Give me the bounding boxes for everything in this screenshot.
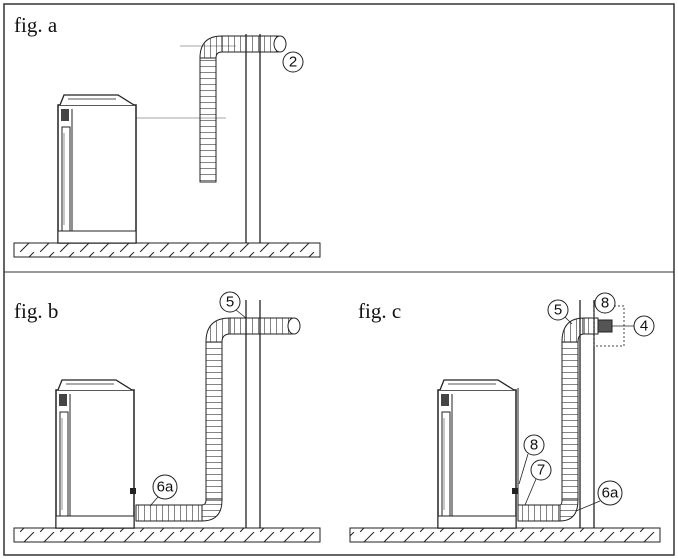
fig-a-flex-pipe-horizontal <box>221 35 279 53</box>
fig-b-callout-6a <box>152 474 178 500</box>
fig-a-stove <box>57 94 137 244</box>
fig-c-callout-7 <box>530 459 552 481</box>
fig-b-leader-6a <box>149 496 159 507</box>
fig-a-flex-pipe-vertical <box>199 57 217 183</box>
fig-a-pipe-end <box>273 35 287 53</box>
figure-a: fig. a 2 <box>13 13 321 258</box>
fig-c-leader-8-side <box>518 453 529 485</box>
fig-c-flex-pipe-bottom <box>517 504 561 522</box>
fig-c-terminal-cap <box>597 319 613 333</box>
callout-2 <box>282 51 304 73</box>
fig-c-callout-8-side <box>523 434 545 456</box>
fig-c-callout-5-text: 5 <box>554 302 562 319</box>
fig-c-flex-pipe-upper-elbow <box>561 317 585 343</box>
fig-b-callout-6a-text: 6a <box>157 479 174 496</box>
fig-c-flex-pipe-lower-elbow <box>559 499 579 522</box>
fig-c-callout-5 <box>547 299 569 321</box>
fig-c-leader-5 <box>564 316 573 325</box>
figure-b: fig. b 5 6a <box>13 291 321 543</box>
fig-a-label: fig. a <box>14 13 58 37</box>
fig-b-flex-pipe-vertical <box>205 341 223 501</box>
fig-c-callout-8-top <box>594 292 616 314</box>
fig-c-callout-8-top-text: 8 <box>601 295 609 312</box>
figure-c: fig. c 5 8 4 8 7 6a <box>349 292 661 543</box>
fig-b-flex-pipe-upper-elbow <box>205 317 231 343</box>
fig-b-stove-outlet <box>130 488 136 494</box>
fig-b-pipe-end <box>287 317 301 335</box>
fig-b-flex-pipe-bottom <box>135 504 203 522</box>
fig-b-stove <box>55 379 135 529</box>
fig-c-flex-pipe-through-wall <box>583 317 599 335</box>
fig-c-stove <box>437 379 517 529</box>
fig-b-label: fig. b <box>14 299 58 323</box>
fig-c-leader-6a <box>575 500 601 512</box>
fig-c-label: fig. c <box>358 299 401 323</box>
fig-c-callout-7-text: 7 <box>537 462 545 479</box>
fig-a-floor <box>13 242 321 258</box>
fig-c-flex-pipe-vertical <box>561 341 579 501</box>
fig-b-callout-5 <box>219 291 241 313</box>
outer-frame <box>3 3 675 556</box>
fig-a-flex-pipe-elbow <box>199 35 223 59</box>
fig-c-callout-4-text: 4 <box>640 318 648 335</box>
fig-b-flex-pipe-horizontal <box>229 317 293 335</box>
fig-c-callout-6a <box>597 480 623 506</box>
fig-b-flex-pipe-lower-elbow <box>201 499 223 522</box>
fig-c-stove-outlet <box>512 488 518 494</box>
fig-c-callout-6a-text: 6a <box>602 485 619 502</box>
fig-c-leader-7 <box>524 478 537 506</box>
fig-b-callout-5-text: 5 <box>226 294 234 311</box>
fig-b-floor <box>13 527 321 543</box>
callout-2-text: 2 <box>289 54 297 71</box>
fig-c-floor <box>349 527 661 543</box>
fig-c-callout-8-side-text: 8 <box>530 437 538 454</box>
fig-b-leader-5 <box>235 309 247 319</box>
